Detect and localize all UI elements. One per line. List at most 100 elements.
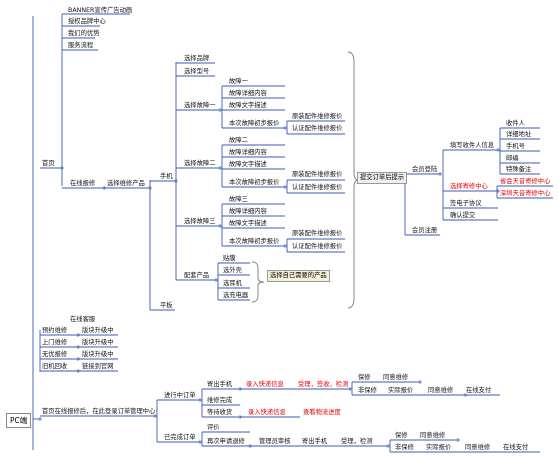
node-home-repair[interactable]: 上门维修 (42, 339, 68, 346)
node-member-login[interactable]: 会员登陆 (412, 166, 438, 173)
node-fault-2-quote[interactable]: 本次故障初步报价 (229, 179, 280, 186)
node-accept-check[interactable]: 受理，签收，检测 (298, 381, 349, 388)
node-appointment-status: 版块升级中 (82, 327, 114, 334)
node-service-flow[interactable]: 服务流程 (68, 42, 94, 49)
node-fault-2[interactable]: 故障二 (229, 137, 248, 144)
node-select-brand[interactable]: 选择品牌 (184, 55, 210, 62)
node-dot (283, 244, 287, 248)
node-repair-done[interactable]: 维修完成 (207, 397, 233, 404)
node-completed-accept-inspect[interactable]: 受理，检测 (341, 438, 373, 445)
node-accessory-charger[interactable]: 选充电器 (223, 292, 249, 299)
node-non-warranty[interactable]: 非保修 (358, 387, 377, 394)
node-actual-quote[interactable]: 实际报价 (388, 387, 414, 394)
node-recycle[interactable]: 旧机回收 (42, 363, 68, 370)
node-select-model[interactable]: 选择型号 (184, 68, 210, 75)
node-dot (38, 417, 42, 421)
node-advantages[interactable]: 我们的优势 (68, 30, 100, 37)
accessories-note: 选择自己需要的产品 (267, 270, 330, 282)
node-select-mail-center[interactable]: 选择寄修中心 (450, 183, 488, 190)
node-orders-in-progress[interactable]: 进行中订单 (164, 392, 196, 399)
node-select-fault-1[interactable]: 选择故障一 (184, 102, 216, 109)
node-fault-3[interactable]: 故障三 (229, 196, 248, 203)
node-dot (283, 126, 287, 130)
node-postcode[interactable]: 邮编 (506, 155, 519, 162)
node-phone[interactable]: 手机 (160, 173, 173, 180)
node-fault-1[interactable]: 故障一 (229, 78, 248, 85)
node-tablet[interactable]: 平板 (160, 302, 173, 309)
node-dot (438, 172, 442, 176)
node-evaluate[interactable]: 评价 (207, 424, 220, 431)
node-fault-2-certified[interactable]: 认证配件维修报价 (292, 184, 343, 191)
node-dot (418, 380, 422, 384)
node-dot (153, 414, 157, 418)
node-select-repair-product[interactable]: 选择维修产品 (107, 180, 145, 187)
node-order-management[interactable]: 首页在线报修后，在此登录订单管理中心 (42, 408, 156, 415)
node-enter-express-2[interactable]: 录入快递信息 (248, 409, 286, 416)
node-orders-completed[interactable]: 已完成订单 (164, 434, 196, 441)
node-completed-warranty[interactable]: 保修 (395, 432, 408, 439)
node-mail-center-provincial[interactable]: 省会天音寄修中心 (500, 178, 551, 185)
node-await-receipt[interactable]: 等待收货 (207, 409, 233, 416)
node-online-pay[interactable]: 在线支付 (466, 387, 492, 394)
node-dot (218, 108, 222, 112)
node-completed-agree-repair[interactable]: 同意维修 (420, 432, 446, 439)
node-dot (218, 166, 222, 170)
node-fault-2-detail[interactable]: 故障详细内容 (229, 149, 267, 156)
node-fault-3-detail[interactable]: 故障详细内容 (229, 208, 267, 215)
node-fault-3-quote[interactable]: 本次故障初步报价 (229, 238, 280, 245)
node-accessories[interactable]: 配套产品 (184, 272, 210, 279)
node-home[interactable]: 首页 (42, 160, 55, 167)
node-completed-mail-phone[interactable]: 寄出手机 (302, 438, 328, 445)
node-fault-3-certified[interactable]: 认证配件维修报价 (292, 243, 343, 250)
node-accessory-earphone[interactable]: 选耳机 (223, 280, 242, 287)
node-fault-1-detail[interactable]: 故障详细内容 (229, 90, 267, 97)
node-track-logistics[interactable]: 查看物流进度 (303, 409, 341, 416)
node-fault-1-certified[interactable]: 认证配件维修报价 (292, 125, 343, 132)
node-fault-1-quote[interactable]: 本次故障初步报价 (229, 120, 280, 127)
node-dot (283, 185, 287, 189)
node-select-fault-2[interactable]: 选择故障二 (184, 160, 216, 167)
node-fault-1-original[interactable]: 原装配件维修报价 (292, 113, 343, 120)
node-fault-3-original[interactable]: 原装配件维修报价 (292, 230, 343, 237)
node-recycle-link[interactable]: 链接到官网 (82, 363, 114, 370)
node-manager-review[interactable]: 管理员审核 (259, 438, 291, 445)
node-worry-free-status: 版块升级中 (82, 351, 114, 358)
node-fault-2-original[interactable]: 原装配件维修报价 (292, 171, 343, 178)
node-phone-number[interactable]: 手机号 (506, 143, 525, 150)
node-completed-online-pay[interactable]: 在线支付 (503, 444, 529, 451)
node-worry-free-repair[interactable]: 无优报修 (42, 351, 68, 358)
node-member-register[interactable]: 会员注册 (412, 227, 438, 234)
node-confirm-submit[interactable]: 确认提交 (450, 212, 476, 219)
node-online-customer-service[interactable]: 在线客服 (70, 316, 96, 323)
node-completed-actual-quote[interactable]: 实际报价 (426, 444, 452, 451)
node-dot (214, 278, 218, 282)
node-accessory-case[interactable]: 选外壳 (223, 267, 242, 274)
node-completed-agree-repair-2[interactable]: 同意维修 (465, 444, 491, 451)
node-home-repair-status: 版块升级中 (82, 339, 114, 346)
node-sign-agreement[interactable]: 签电子协议 (450, 200, 482, 207)
node-warranty[interactable]: 保修 (358, 374, 371, 381)
root-node[interactable]: PC端 (6, 413, 32, 428)
node-fill-recipient[interactable]: 填写收件人信息 (450, 142, 495, 149)
node-brand-center[interactable]: 授权品牌中心 (68, 18, 106, 25)
node-fault-2-text[interactable]: 故障文字描述 (229, 161, 267, 168)
node-recipient[interactable]: 收件人 (506, 120, 525, 127)
node-mail-center-shenzhen[interactable]: 深圳天音寄修中心 (500, 190, 551, 197)
node-enter-express[interactable]: 录入快递信息 (246, 381, 284, 388)
node-fault-1-text[interactable]: 故障文字描述 (229, 102, 267, 109)
node-mail-phone[interactable]: 寄出手机 (207, 381, 233, 388)
node-accessory-film[interactable]: 贴膜 (223, 255, 236, 262)
node-appointment-repair[interactable]: 预约维修 (42, 327, 68, 334)
node-agree-repair[interactable]: 同意维修 (383, 374, 409, 381)
node-special-remark[interactable]: 特殊备注 (506, 166, 532, 173)
node-online-repair[interactable]: 在线报修 (70, 180, 96, 187)
node-banner[interactable]: BANNER宣传广告动画 (68, 7, 133, 14)
node-completed-non-warranty[interactable]: 非保修 (395, 444, 414, 451)
node-fault-3-text[interactable]: 故障文字描述 (229, 220, 267, 227)
node-reapply[interactable]: 再次申请退修 (207, 438, 245, 445)
node-agree-repair-2[interactable]: 同意维修 (428, 387, 454, 394)
node-address[interactable]: 详细地址 (506, 131, 532, 138)
node-select-fault-3[interactable]: 选择故障三 (184, 218, 216, 225)
